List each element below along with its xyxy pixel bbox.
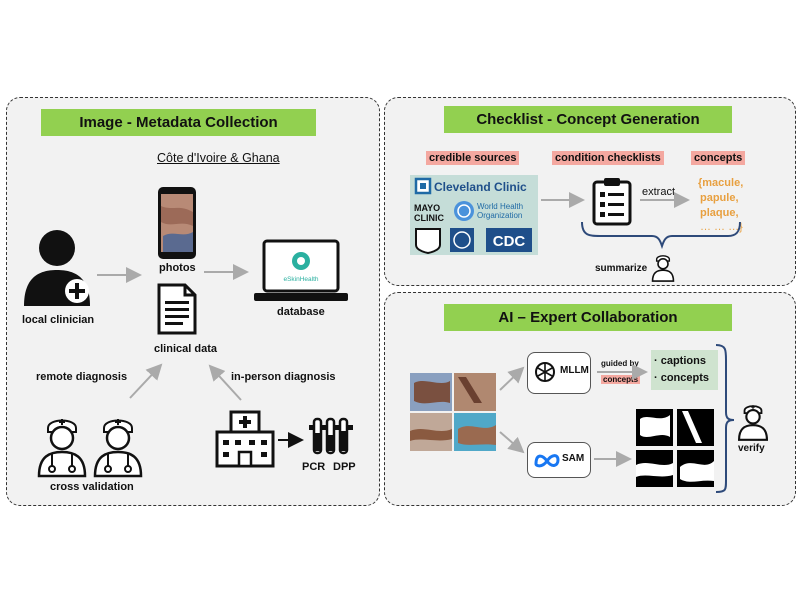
cross-validation-label: cross validation: [50, 481, 134, 493]
who-text-1: World Health: [477, 202, 523, 211]
concept-line-3: plaque,: [700, 207, 739, 219]
doctor-icon: [37, 419, 87, 478]
summarize-label: summarize: [595, 263, 648, 274]
clinical-data-label: clinical data: [154, 343, 217, 355]
test-tubes-icon: [309, 417, 353, 455]
credible-sources-logos: Cleveland Clinic MAYO CLINIC World Healt…: [410, 175, 538, 255]
mayo-clinic-text: CLINIC: [414, 213, 444, 223]
mllm-label: MLLM: [560, 365, 589, 376]
summarize-brace: [581, 221, 741, 250]
arrow-images-to-sam: [499, 431, 525, 454]
database-label: database: [277, 306, 325, 318]
sam-label: SAM: [562, 453, 585, 464]
phone-photo-icon: [158, 187, 196, 259]
meta-icon: [534, 454, 560, 468]
openai-icon: [535, 362, 555, 382]
panel-title-ai-expert: AI – Expert Collaboration: [444, 304, 732, 331]
panel-title-image-metadata: Image - Metadata Collection: [41, 109, 316, 136]
concept-line-4: … … …}: [700, 221, 743, 233]
sam-box: SAM: [527, 442, 591, 478]
doctor-icon: [93, 419, 143, 478]
mllm-box: MLLM: [527, 352, 591, 394]
mllm-output-box: · captions · concepts: [651, 350, 718, 390]
laptop-icon: eSkinHealth: [254, 239, 348, 301]
guided-by-label: guided by: [601, 359, 639, 368]
remote-diagnosis-label: remote diagnosis: [36, 371, 128, 383]
guided-concepts-tag: concepts: [601, 375, 641, 384]
doctor-icon: [651, 255, 675, 282]
document-icon: [157, 283, 197, 335]
who-text-2: Organization: [477, 211, 522, 220]
dpp-label: DPP: [333, 461, 356, 473]
clipboard-checklist-icon: [592, 178, 632, 226]
panel-title-checklist: Checklist - Concept Generation: [444, 106, 732, 133]
concepts-item: · concepts: [654, 372, 710, 384]
verify-label: verify: [738, 443, 765, 454]
verify-brace: [715, 344, 735, 493]
pcr-label: PCR: [302, 461, 326, 473]
database-logo-text: eSkinHealth: [283, 276, 318, 283]
arrow-images-to-mllm: [499, 366, 525, 391]
mayo-text: MAYO: [414, 203, 440, 213]
skin-photo-grid: [410, 373, 496, 451]
segmentation-masks: [636, 409, 714, 487]
extract-label: extract: [642, 186, 676, 198]
concepts-tag: concepts: [691, 151, 746, 165]
cleveland-clinic-text: Cleveland Clinic: [434, 180, 527, 194]
clinician-icon: [24, 230, 90, 306]
photos-label: photos: [159, 262, 196, 274]
doctor-icon: [737, 405, 769, 441]
cdc-text: CDC: [493, 233, 526, 250]
arrow-in-person-diagnosis: [208, 364, 242, 401]
arrow-remote-diagnosis: [129, 363, 163, 399]
hospital-icon: [215, 410, 275, 468]
concept-line-1: {macule,: [698, 177, 744, 189]
credible-sources-tag: credible sources: [426, 151, 520, 165]
concept-line-2: papule,: [700, 192, 739, 204]
condition-checklists-tag: condition checklists: [552, 151, 664, 165]
location-label: Côte d'Ivoire & Ghana: [157, 151, 280, 165]
captions-item: · captions: [654, 355, 706, 367]
in-person-diagnosis-label: in-person diagnosis: [231, 371, 336, 383]
local-clinician-label: local clinician: [22, 314, 95, 326]
